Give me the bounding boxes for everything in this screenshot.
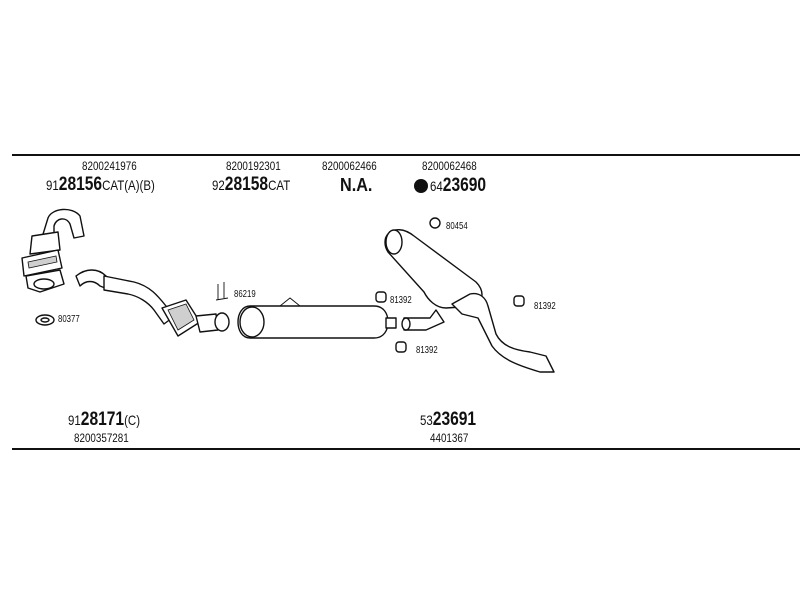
gasket-icon bbox=[35, 314, 55, 326]
filled-dot-icon bbox=[414, 179, 428, 193]
part-code-2: 9228158CAT bbox=[212, 174, 291, 195]
oem-number-4: 8200062468 bbox=[422, 159, 477, 173]
rear-silencer-icon bbox=[384, 229, 555, 373]
callout-80377: 80377 bbox=[58, 314, 80, 325]
oem-number-3: 8200062466 bbox=[322, 159, 377, 173]
part-code-1: 9128156CAT(A)(B) bbox=[46, 174, 155, 195]
not-available-label: N.A. bbox=[340, 175, 373, 195]
oem-number-2: 8200192301 bbox=[226, 159, 281, 173]
oem-number-footer-1: 8200357281 bbox=[74, 431, 129, 445]
oem-number-footer-2: 4401367 bbox=[430, 431, 469, 445]
callout-81392-upper: 81392 bbox=[390, 295, 412, 306]
rubber-hanger-icon bbox=[375, 217, 525, 353]
oem-number-1: 8200241976 bbox=[82, 159, 137, 173]
part-code-footer-1: 9128171(C) bbox=[68, 409, 141, 430]
callout-81392-lower: 81392 bbox=[416, 345, 438, 356]
catalytic-converter-icon bbox=[21, 208, 85, 293]
front-pipe-icon bbox=[75, 269, 230, 337]
middle-silencer-icon bbox=[237, 297, 397, 339]
part-code-footer-2: 5323691 bbox=[420, 409, 477, 430]
bottom-rule bbox=[12, 448, 800, 450]
callout-81392-right: 81392 bbox=[534, 301, 556, 312]
callout-80454: 80454 bbox=[446, 221, 468, 232]
part-code-4: 6423690 bbox=[430, 175, 487, 196]
bracket-icon bbox=[215, 282, 229, 301]
callout-86219: 86219 bbox=[234, 289, 256, 300]
top-rule bbox=[12, 154, 800, 156]
